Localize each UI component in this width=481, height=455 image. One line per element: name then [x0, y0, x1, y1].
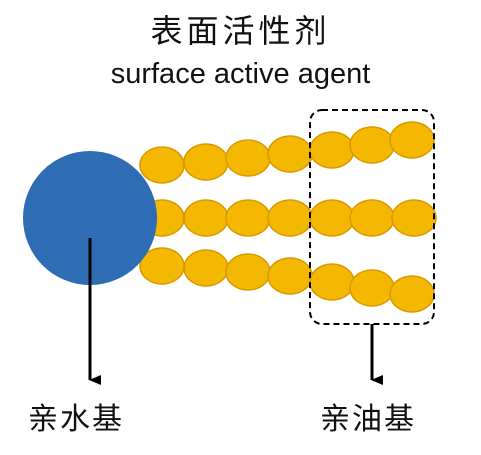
lipophilic-region-box: [309, 109, 435, 325]
tail-bead-icon: [389, 275, 435, 313]
hydrophilic-head-icon: [23, 151, 157, 285]
lipophilic-label: 亲油基: [320, 402, 416, 437]
tail-bead-icon: [267, 257, 313, 295]
tail-bead-icon: [391, 199, 437, 237]
tail-bead-icon: [349, 269, 395, 307]
tail-bead-icon: [309, 199, 355, 237]
tail-bead-icon: [139, 146, 185, 184]
tail-bead-icon: [349, 199, 395, 237]
tail-bead-icon: [225, 253, 271, 291]
tail-bead-icon: [389, 121, 435, 159]
tail-bead-icon: [267, 135, 313, 173]
tail-bead-icon: [183, 143, 229, 181]
title-chinese: 表面活性剂: [150, 12, 331, 50]
hydrophilic-label: 亲水基: [28, 402, 124, 437]
hydrophobic-tails: [139, 121, 437, 313]
tail-bead-icon: [349, 126, 395, 164]
tail-bead-icon: [225, 139, 271, 177]
tail-bead-icon: [183, 249, 229, 287]
title-english: surface active agent: [110, 58, 371, 90]
tail-bead-icon: [225, 199, 271, 237]
tail-bead-icon: [309, 263, 355, 301]
tail-bead-icon: [183, 199, 229, 237]
tail-bead-icon: [309, 131, 355, 169]
tail-bead-icon: [267, 199, 313, 237]
